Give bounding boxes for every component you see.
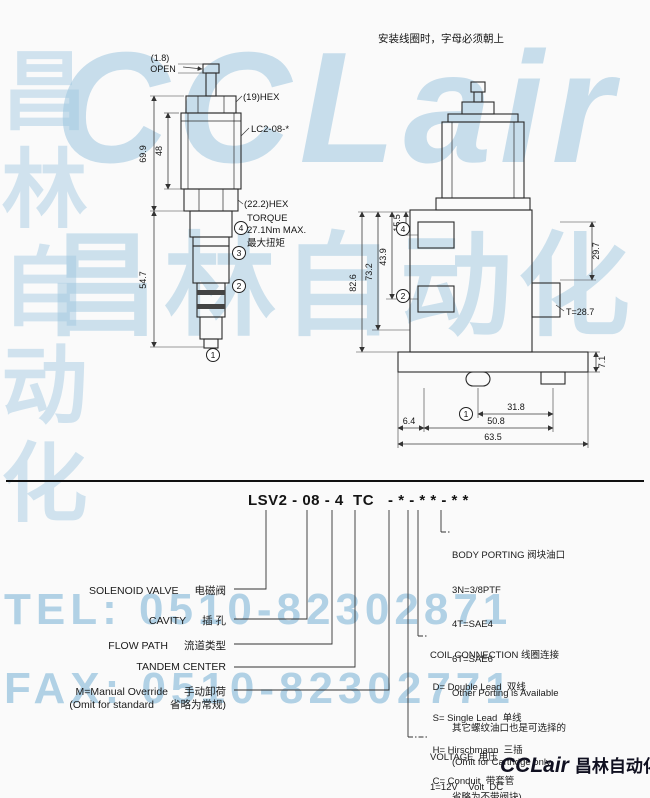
legend-cavity: CAVITY 插 孔 [149, 613, 226, 628]
coil-connection-title: COIL CONNECTION 线圈连接 [430, 650, 559, 661]
dim-6-4: 6.4 [403, 416, 416, 426]
valve-hex-adapter [183, 188, 239, 212]
dim-54-7: 54.7 [138, 271, 148, 289]
leader-hex-nut [235, 95, 243, 103]
dim-82-6: 82.6 [348, 274, 358, 292]
voltage-title: VOLTAGE 电压 [430, 752, 498, 763]
legend-manual-override: M=Manual Override 手动卸荷 [76, 684, 227, 699]
coil-connection-s: S= Single Lead 单线 [430, 713, 522, 724]
legend-omit-en: (Omit for standard [69, 699, 154, 711]
legend-manual-en: M=Manual Override [75, 686, 169, 698]
model-code-leader-lines [234, 510, 450, 738]
valve-dimensions: 69.9 48 54.7 [138, 95, 204, 348]
legend-tandem-en: TANDEM CENTER [136, 661, 226, 673]
legend-body-porting: BODY PORTING 阀块油口 3N=3/8PTF 4T=SAE4 6T=S… [452, 527, 566, 798]
valve-cartridge [189, 210, 233, 349]
manifold-port-callout-1: 1 [459, 407, 473, 421]
dim-29-7: 29.7 [591, 242, 601, 260]
dim-63-5: 63.5 [484, 432, 502, 442]
port-callout-4: 4 [234, 221, 248, 235]
dim-73-2: 73.2 [364, 263, 374, 281]
legend-omit-standard: (Omit for standard 省略为常规) [69, 697, 226, 712]
body-porting-4t: 4T=SAE4 [452, 619, 493, 630]
manifold-dimensions-left: 15.5 43.9 73.2 82.6 [348, 211, 418, 353]
manifold-dimensions-bottom: 31.8 6.4 50.8 63.5 [397, 372, 589, 448]
valve-side-drawing: (1.8) OPEN (19)HEX LC2-08-* (22.2)HEX TO… [138, 53, 306, 362]
legend-flow-path: FLOW PATH 流道类型 [108, 638, 226, 653]
manifold-port-number-2: 2 [401, 291, 406, 301]
coil-connection-h: H= Hirschmann 三插 [430, 744, 523, 756]
legend-cavity-en: CAVITY [148, 615, 187, 627]
dim-7-1: 7.1 [597, 356, 607, 369]
body-porting-omit-en: (Omit for Cartridge only [452, 757, 551, 768]
body-porting-other-cn: 其它螺纹油口也是可选择的 [452, 722, 567, 734]
legend-flow-cn: 流道类型 [184, 640, 226, 652]
legend-flow-en: FLOW PATH [108, 640, 168, 652]
body-porting-other-en: Other Porting is Available [452, 688, 559, 699]
manifold-dimensions-right: 29.7 T=28.7 7.1 [555, 221, 607, 373]
dim-48: 48 [154, 146, 164, 156]
torque-label-2: 27.1Nm MAX. [247, 225, 306, 236]
body-porting-omit-cn: 省略为不带阀块) [452, 791, 522, 798]
manifold-port-callout-4: 4 [396, 222, 410, 236]
legend-solenoid-en: SOLENOID VALVE [89, 585, 179, 597]
legend-omit-cn: 省略为常规) [170, 699, 226, 711]
port-number-3: 3 [237, 248, 242, 258]
legend-coil-connection: COIL CONNECTION 线圈连接 D= Double Lead 双线 S… [430, 630, 559, 798]
dim-open-label: OPEN [150, 64, 176, 74]
dim-31-8: 31.8 [507, 402, 525, 412]
leader-coil [240, 127, 250, 137]
manifold-port-number-1: 1 [464, 409, 469, 419]
legend-manual-cn: 手动卸荷 [184, 686, 226, 698]
dim-50-8: 50.8 [487, 416, 505, 426]
body-porting-title: BODY PORTING 阀块油口 [452, 550, 566, 561]
legend-tandem-center: TANDEM CENTER [136, 661, 226, 673]
footer-brand-cn: 昌林自动化 [574, 757, 650, 776]
thread-size-label: T=28.7 [566, 307, 594, 317]
hex-nut-label: (19)HEX [243, 92, 280, 103]
dim-69-9: 69.9 [138, 145, 148, 163]
manifold-port-callout-2: 2 [396, 289, 410, 303]
legend-voltage: VOLTAGE 电压 1=12V Volt DC 2=24V Volt DC 3… [430, 733, 505, 798]
coil-connection-d: D= Double Lead 双线 [430, 681, 526, 693]
hex-adapter-label: (22.2)HEX [244, 199, 289, 210]
coil-connection-c: C= Conduit 带套管 [430, 776, 515, 787]
coil-model-label: LC2-08-* [251, 124, 289, 135]
voltage-1: 1=12V Volt DC [430, 782, 504, 793]
legend-cavity-cn: 插 孔 [202, 615, 226, 627]
manifold-coil [435, 81, 531, 211]
torque-label-3: 最大扭矩 [247, 237, 286, 249]
torque-label-1: TORQUE [247, 213, 287, 224]
port-callout-3: 3 [232, 246, 246, 260]
valve-hex-nut [185, 95, 237, 114]
footer-logo: CCLair 昌林自动化 [500, 752, 650, 778]
body-porting-3n: 3N=3/8PTF [452, 584, 501, 596]
dim-43-9: 43.9 [378, 248, 388, 266]
leader-hex-adapter [237, 199, 244, 205]
body-porting-6t: 6T=SAE6 [452, 653, 493, 665]
port-number-4: 4 [239, 223, 244, 233]
valve-coil [180, 112, 242, 190]
coil-install-note: 安装线圈时，字母必须朝上 [378, 32, 504, 45]
port-number-2: 2 [237, 281, 242, 291]
manifold-front-drawing: 15.5 43.9 73.2 82.6 29.7 T=28.7 [348, 81, 607, 448]
dim-15-5: 15.5 [392, 214, 402, 232]
port-callout-1: 1 [206, 348, 220, 362]
legend-solenoid-valve: SOLENOID VALVE 电磁阀 [89, 583, 226, 598]
dim-open-value: (1.8) [151, 53, 170, 63]
legend-solenoid-cn: 电磁阀 [194, 585, 227, 597]
valve-override-stem [178, 63, 220, 97]
port-callout-2: 2 [232, 279, 246, 293]
model-code: LSV2 - 08 - 4 TC - * - * * - * * [248, 492, 469, 509]
footer-brand: CCLair [500, 754, 569, 777]
port-number-1: 1 [211, 350, 216, 360]
manifold-body [397, 209, 589, 387]
manifold-port-number-4: 4 [401, 224, 406, 234]
